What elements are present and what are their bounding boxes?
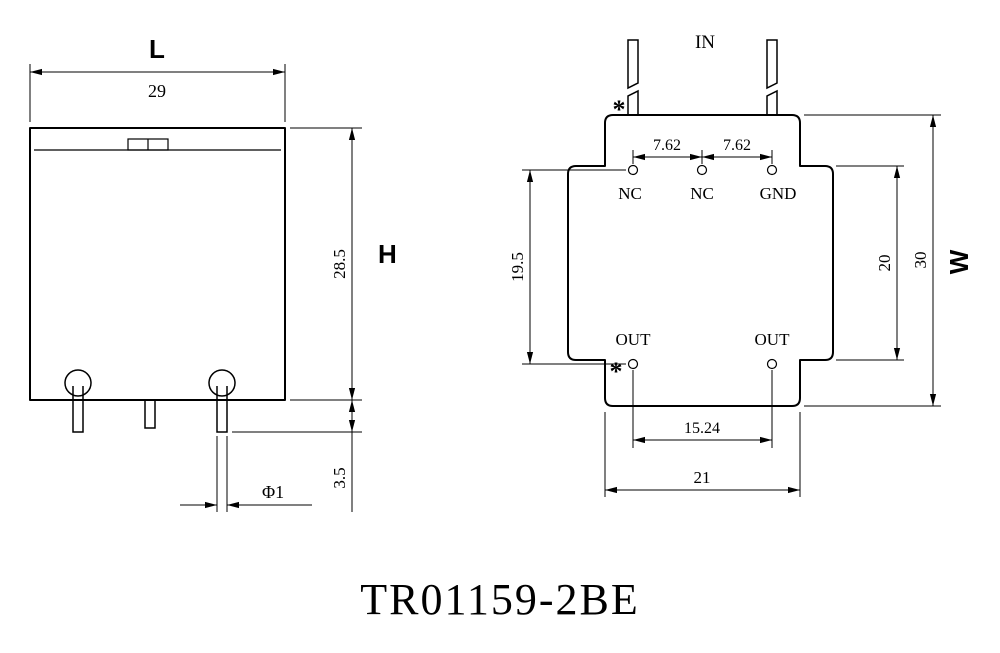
pad-out1: [627, 358, 639, 370]
dim-L-label: L: [149, 34, 165, 64]
dim-body-width-value: 21: [694, 468, 711, 487]
pin-label-out2: OUT: [755, 330, 791, 349]
dim-row-pitch: 19.5: [508, 169, 626, 365]
transformer-body: [29, 127, 286, 401]
dim-W-label: W: [944, 249, 974, 274]
front-view: L 29 28.5 H 3.5 Φ1: [29, 34, 397, 512]
bottom-view: IN * NC NC GND 7.62 7.62 OUT OUT *: [508, 32, 974, 497]
dim-width-L: L 29: [29, 34, 286, 122]
dim-row-pitch-value: 19.5: [508, 252, 527, 282]
dim-pin-diameter-value: Φ1: [262, 482, 284, 502]
dim-pin-pitch: 7.62 7.62: [632, 137, 773, 164]
dim-out-pitch: 15.24: [632, 370, 773, 448]
front-left-pin: [72, 386, 84, 433]
dim-pin-length: 3.5: [232, 400, 362, 512]
dim-body-height: 30 W: [804, 114, 974, 407]
polarity-mark-top: *: [613, 95, 626, 124]
polarity-mark-bottom: *: [610, 357, 623, 386]
dim-H-label: H: [378, 239, 397, 269]
pin-label-gnd: GND: [760, 184, 797, 203]
input-lead-right: [766, 39, 778, 115]
front-middle-pin: [144, 400, 156, 429]
dim-pitch-right-value: 7.62: [723, 137, 751, 154]
input-label: IN: [695, 32, 715, 53]
front-right-pin: [216, 386, 228, 433]
pad-out2: [766, 358, 778, 370]
dim-H-value: 28.5: [330, 249, 349, 279]
dim-flange-height-value: 20: [875, 255, 894, 272]
left-mount-hole: [64, 369, 92, 397]
dim-body-width: 21: [604, 412, 801, 497]
pad-nc2: [696, 164, 708, 176]
dim-flange-height: 20: [836, 165, 904, 361]
dim-body-height-value: 30: [911, 252, 930, 269]
dim-pin-length-value: 3.5: [330, 467, 349, 488]
pad-nc1: [627, 164, 639, 176]
pad-gnd: [766, 164, 778, 176]
dim-out-pitch-value: 15.24: [684, 420, 720, 437]
pin-label-out1: OUT: [616, 330, 652, 349]
pinout-body: [567, 114, 834, 407]
dim-pitch-left-value: 7.62: [653, 137, 681, 154]
pin-label-nc2: NC: [690, 184, 714, 203]
dim-pin-diameter: Φ1: [180, 436, 312, 512]
right-mount-hole: [208, 369, 236, 397]
part-number-title: TR01159-2BE: [360, 575, 639, 624]
pin-label-nc1: NC: [618, 184, 642, 203]
input-lead-left: [627, 39, 639, 115]
dim-height-H: 28.5 H: [290, 127, 397, 401]
dim-L-value: 29: [148, 81, 166, 101]
